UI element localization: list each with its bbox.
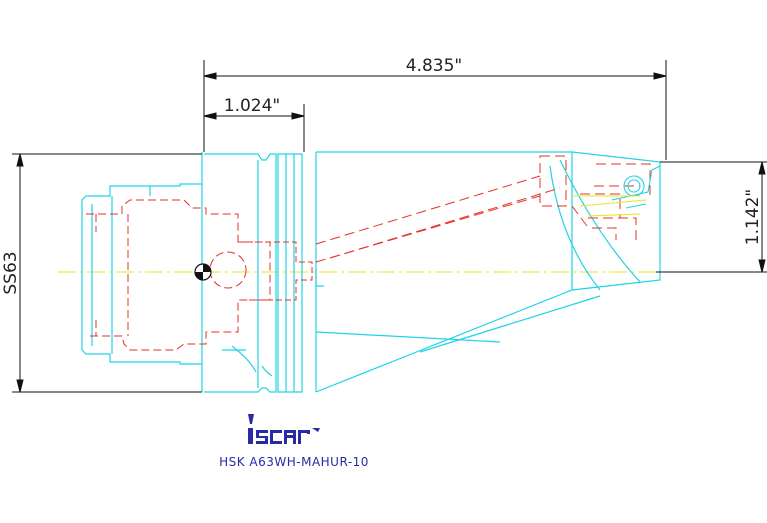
flange-length-label: 1.024" <box>224 96 281 116</box>
dimension-flange-length <box>203 104 305 152</box>
cone-body-outline <box>315 151 661 393</box>
dimension-tip-height <box>656 161 767 273</box>
tip-height-label: 1.142" <box>743 189 763 246</box>
iscar-logo <box>248 414 320 444</box>
hsk-shank-hidden-lines <box>86 199 271 351</box>
flange-outline <box>204 153 303 393</box>
shank-size-label: SS63 <box>1 251 21 294</box>
center-ball-marker <box>194 263 212 281</box>
dimension-overall-length <box>203 60 667 160</box>
part-number-caption: HSK A63WH-MAHUR-10 <box>219 455 369 469</box>
dimension-shank-size <box>12 153 202 393</box>
flange-hidden-lines <box>238 241 313 301</box>
coolant-bore-hidden-lines <box>315 155 651 263</box>
tip-yellow-lines <box>572 195 647 217</box>
overall-length-label: 4.835" <box>406 56 463 76</box>
